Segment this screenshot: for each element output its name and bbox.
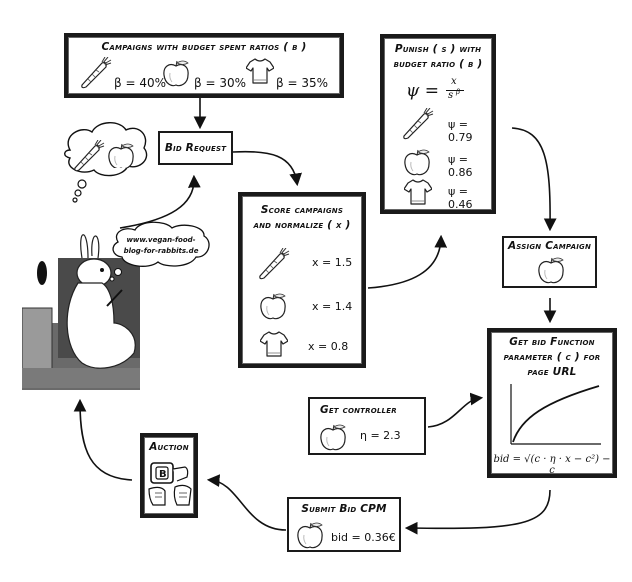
assign-title: Assign Campaign	[507, 240, 592, 252]
carrot-icon	[259, 248, 290, 280]
score-campaigns-box: Score campaigns and normalize ( x ) x = …	[238, 192, 366, 368]
apple-icon	[320, 424, 346, 451]
punish-tshirt-psi: ψ = 0.46	[448, 185, 473, 211]
psi-formula: ψ = x s β	[406, 76, 486, 104]
assign-campaign-box: Assign Campaign	[502, 236, 597, 288]
bid-function-title-line3: page URL	[527, 366, 577, 378]
punish-title-line2: budget ratio ( β )	[393, 58, 483, 70]
arrow-bid-function-to-submit	[404, 489, 551, 535]
psi-formula-denominator: s	[448, 90, 454, 101]
bid-request-box: Bid Request	[158, 131, 233, 165]
psi-formula-numerator: x	[451, 76, 457, 87]
arrow-score-to-punish	[367, 234, 448, 289]
bid-function-curve-plot	[510, 384, 601, 445]
controller-box: Get controller η = 2.3	[308, 397, 426, 455]
carrot-icon	[403, 108, 434, 140]
score-title-line1: Score campaigns	[260, 204, 344, 216]
campaign-tshirt-beta: β = 35%	[276, 76, 329, 90]
arrow-controller-to-bid-function	[427, 392, 484, 428]
page-url-line2: blog-for-rabbits.de	[123, 247, 199, 255]
apple-icon	[260, 293, 286, 320]
controller-eta: η = 2.3	[360, 429, 401, 442]
apple-icon	[163, 60, 189, 87]
score-apple-x: x = 1.4	[312, 300, 353, 313]
page-url-line1: www.vegan-food-	[126, 236, 196, 244]
score-tshirt-x: x = 0.8	[308, 340, 349, 353]
psi-fraction-bar	[446, 90, 464, 91]
punish-carrot-psi: ψ = 0.79	[448, 118, 473, 144]
bid-request-title: Bid Request	[164, 142, 227, 154]
psi-formula-lhs: ψ =	[406, 81, 439, 101]
submit-bid-value: bid = 0.36€	[331, 531, 396, 544]
auction-hands-icon: B	[148, 462, 192, 506]
carrot-icon	[81, 57, 112, 89]
auction-title: Auction	[149, 441, 189, 453]
campaign-apple-beta: β = 30%	[194, 76, 247, 90]
apple-icon	[404, 149, 430, 176]
auction-badge: B	[159, 469, 167, 480]
rabbit-illustration	[21, 228, 140, 390]
psi-formula-exponent: β	[456, 88, 461, 96]
punish-apple-psi: ψ = 0.86	[448, 153, 473, 179]
apple-icon	[297, 522, 323, 549]
tshirt-icon	[246, 58, 274, 84]
punish-title-line1: Punish ( s ) with	[394, 43, 482, 55]
controller-title: Get controller	[320, 404, 397, 416]
bid-function-box: Get bid Function parameter ( c ) for pag…	[487, 328, 617, 478]
score-title-line2: and normalize ( x )	[253, 219, 351, 231]
submit-title: Submit Bid CPM	[301, 503, 387, 515]
tshirt-icon	[404, 179, 432, 205]
campaigns-box: Campaigns with budget spent ratios ( β )…	[64, 33, 344, 98]
score-carrot-x: x = 1.5	[312, 256, 353, 269]
arrow-punish-to-assign	[511, 127, 557, 232]
tshirt-icon	[260, 331, 288, 357]
arrow-auction-to-rabbit	[73, 398, 133, 481]
arrow-rabbit-to-bid-request	[119, 174, 201, 229]
plot-curve	[512, 385, 600, 443]
bid-function-title-line2: parameter ( c ) for	[503, 351, 601, 363]
carrot-icon	[74, 140, 105, 172]
apple-icon	[538, 257, 564, 284]
bid-function-title-line1: Get bid Function	[509, 336, 595, 348]
campaign-carrot-beta: β = 40%	[114, 76, 167, 90]
arrow-bid-request-to-score	[232, 150, 302, 187]
arrow-submit-to-auction	[206, 474, 287, 531]
rabbit-on-couch-image	[21, 234, 140, 390]
campaigns-title: Campaigns with budget spent ratios ( β )	[101, 41, 307, 53]
auction-box: Auction B	[140, 433, 198, 518]
bid-formula: bid = √(c · η · x − c²) − c	[493, 454, 611, 476]
page-url-text: www.vegan-food- blog-for-rabbits.de	[118, 235, 204, 257]
punish-box: Punish ( s ) with budget ratio ( β ) ψ =…	[380, 34, 496, 214]
submit-bid-box: Submit Bid CPM bid = 0.36€	[287, 497, 401, 552]
apple-icon	[108, 143, 134, 168]
